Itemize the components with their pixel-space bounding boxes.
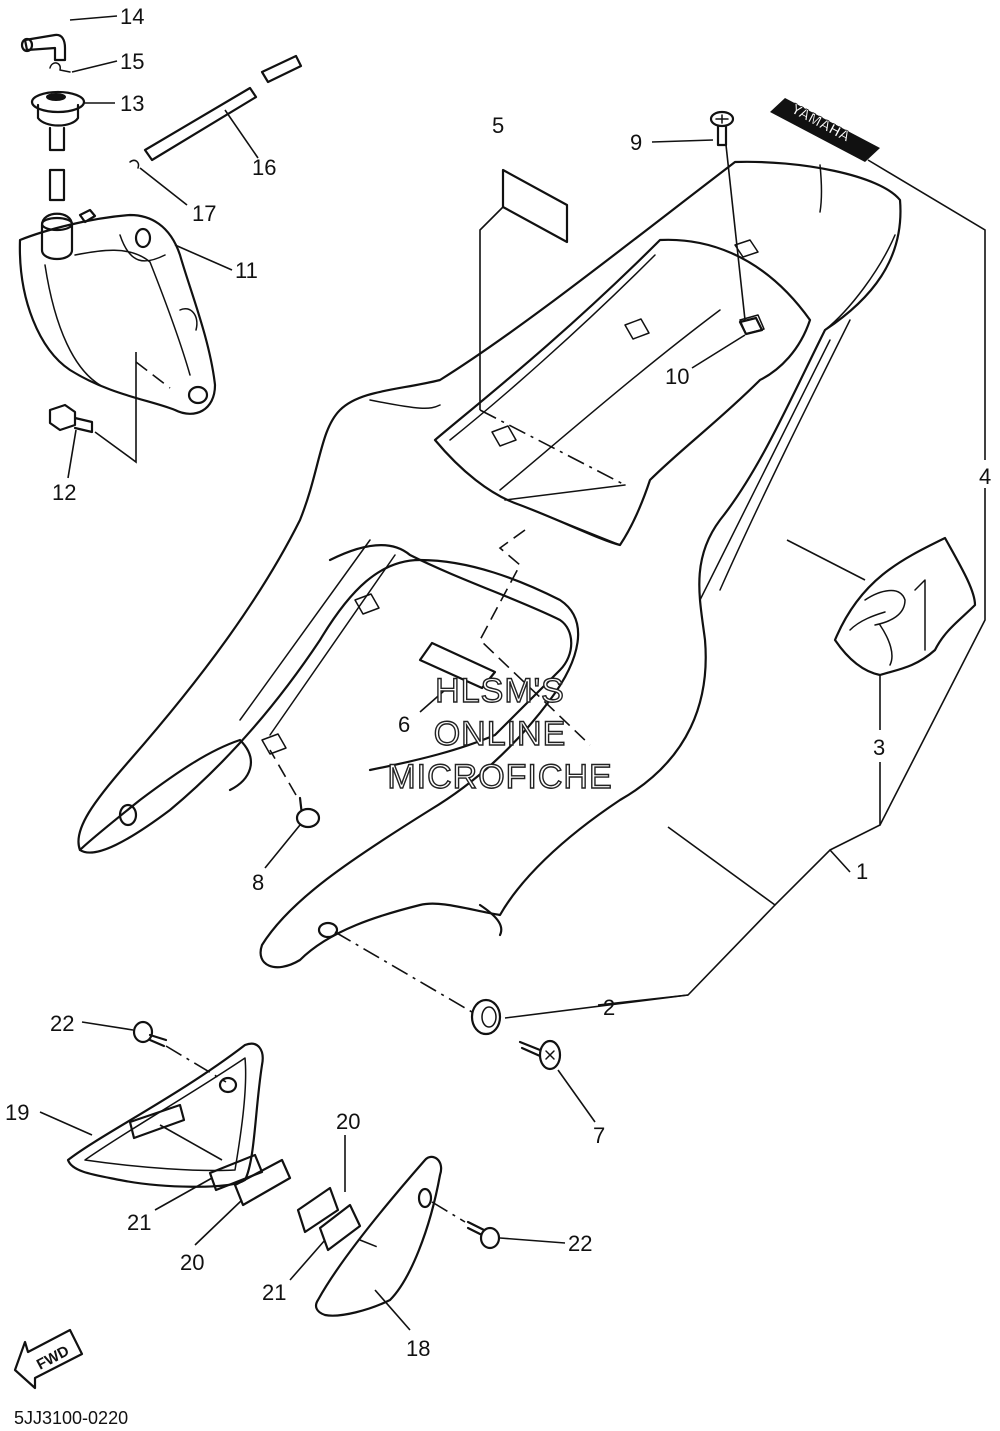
callout-21-left: 21 <box>127 1210 151 1235</box>
hose-part-14 <box>20 33 67 62</box>
yamaha-decal: YAMAHA <box>770 98 880 162</box>
callout-8: 8 <box>252 870 264 895</box>
hose-segment <box>48 168 66 202</box>
side-cover-part-18 <box>314 1155 443 1317</box>
pad-part-21-left <box>208 1153 264 1192</box>
callout-15: 15 <box>120 49 144 74</box>
side-cover-part-19 <box>66 1042 264 1188</box>
callout-18: 18 <box>406 1336 430 1361</box>
bolt-part-12 <box>48 403 94 434</box>
clip-part-15 <box>49 62 71 73</box>
pad-part-21-right <box>318 1203 362 1252</box>
clip-part-10 <box>738 316 764 336</box>
reservoir-tank-part-11 <box>18 212 217 415</box>
leader-lines <box>39 15 986 1331</box>
forward-direction-arrow: FWD <box>13 1328 84 1390</box>
callout-10: 10 <box>665 364 689 389</box>
callout-12: 12 <box>52 480 76 505</box>
document-id: 5JJ3100-0220 <box>14 1408 128 1428</box>
callout-20-left: 20 <box>180 1250 204 1275</box>
callout-6: 6 <box>398 712 410 737</box>
callout-labels: 1 2 3 4 5 6 7 8 9 10 11 12 13 14 15 16 1… <box>5 4 991 1361</box>
callout-11: 11 <box>235 258 258 283</box>
watermark-line-1: HLSM'S <box>435 672 565 710</box>
watermark-line-3: MICROFICHE <box>387 758 612 796</box>
part-5-label <box>501 168 569 244</box>
callout-16: 16 <box>252 155 276 180</box>
callout-2: 2 <box>603 995 615 1020</box>
pad-part-20-left <box>233 1158 292 1207</box>
callout-1: 1 <box>856 859 868 884</box>
cap-part-13 <box>30 90 86 152</box>
screw-part-22-right <box>466 1220 501 1250</box>
r1-emblem-decal <box>833 536 977 677</box>
callout-21-right: 21 <box>262 1280 286 1305</box>
screw-part-9 <box>709 110 735 147</box>
callout-3: 3 <box>873 735 885 760</box>
part-6-label <box>418 641 497 690</box>
callout-22-left: 22 <box>50 1011 74 1036</box>
grommet-part-2 <box>470 998 502 1036</box>
callout-13: 13 <box>120 91 144 116</box>
callout-22-right: 22 <box>568 1231 592 1256</box>
screw-part-22-left <box>132 1020 168 1048</box>
pad-part-20-right <box>296 1186 340 1234</box>
hose-part-16 <box>143 54 303 162</box>
screw-part-8 <box>295 796 321 829</box>
callout-17: 17 <box>192 201 216 226</box>
watermark: HLSM'S ONLINE MICROFICHE <box>387 671 613 796</box>
hose-stub <box>78 208 97 224</box>
watermark-line-2: ONLINE <box>434 715 567 753</box>
callout-7: 7 <box>593 1123 605 1148</box>
callout-14: 14 <box>120 4 144 29</box>
screw-part-7 <box>518 1039 562 1071</box>
label-on-part-19 <box>128 1103 186 1140</box>
callout-4: 4 <box>979 464 991 489</box>
callout-20-right: 20 <box>336 1109 360 1134</box>
callout-5: 5 <box>492 113 504 138</box>
callout-19: 19 <box>5 1100 29 1125</box>
clamp-part-17 <box>129 159 140 169</box>
callout-9: 9 <box>630 130 642 155</box>
seat-cowl <box>77 160 902 969</box>
